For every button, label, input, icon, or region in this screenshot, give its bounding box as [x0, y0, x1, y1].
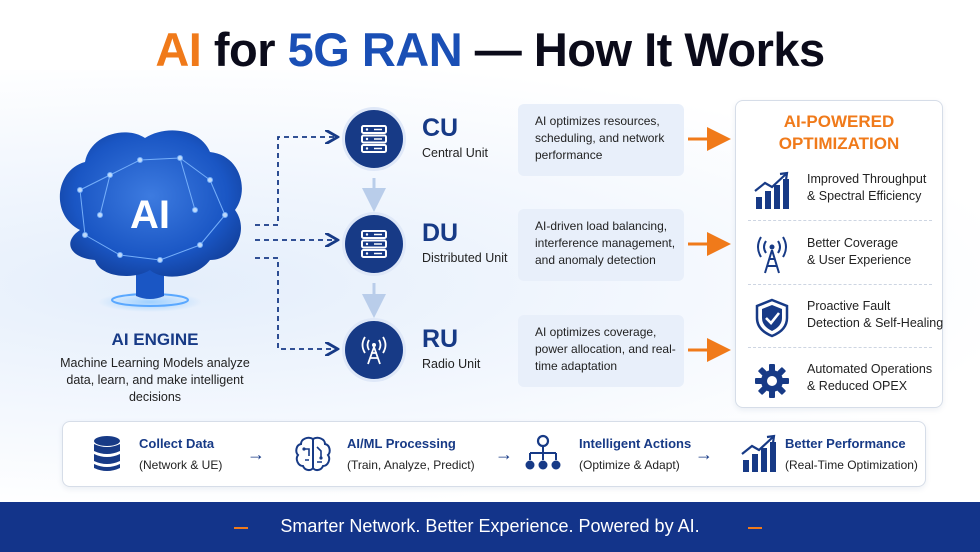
footer-tagline: Smarter Network. Better Experience. Powe…	[280, 516, 700, 536]
step-title: Intelligent Actions	[579, 436, 692, 451]
ai-brain-illustration: AI	[40, 120, 260, 320]
unit-row-ru: RU Radio Unit AI optimizes coverage, pow…	[340, 315, 684, 387]
title-5g-ran: 5G RAN	[287, 23, 463, 76]
benefit-line1: Better Coverage	[807, 236, 899, 250]
step-subtitle: (Train, Analyze, Predict)	[347, 458, 475, 472]
ai-engine-title: AI ENGINE	[111, 330, 199, 349]
benefit-line2: & User Experience	[807, 253, 912, 267]
benefit-line1: Improved Throughput	[807, 172, 927, 186]
brain-icon	[295, 436, 331, 472]
shield-check-icon	[755, 298, 789, 338]
benefit-fault-detection: Proactive Fault Detection & Self-Healing	[748, 290, 943, 346]
step-subtitle: (Real-Time Optimization)	[785, 458, 918, 472]
benefit-line1: Automated Operations	[807, 362, 933, 376]
gear-icon	[755, 364, 789, 398]
step-title: AI/ML Processing	[347, 436, 456, 451]
benefit-automated-ops: Automated Operations & Reduced OPEX	[748, 353, 934, 409]
step-subtitle: (Optimize & Adapt)	[579, 458, 680, 472]
arrow-right-icon: →	[695, 444, 713, 464]
unit-description: AI optimizes coverage, power allocation,…	[518, 315, 684, 387]
hierarchy-icon	[525, 434, 561, 470]
optimization-panel: AI-POWERED OPTIMIZATION Improved Through…	[735, 100, 943, 408]
database-icon	[94, 436, 120, 471]
title-how-it-works: — How It Works	[462, 23, 825, 76]
server-icon	[345, 215, 403, 273]
title-ai: AI	[155, 23, 202, 76]
unit-name: Central Unit	[422, 146, 488, 160]
panel-title-line2: OPTIMIZATION	[778, 134, 900, 153]
unit-name: Radio Unit	[422, 357, 481, 371]
antenna-icon	[757, 236, 787, 274]
benefit-throughput: Improved Throughput & Spectral Efficienc…	[748, 163, 934, 219]
panel-title: AI-POWERED OPTIMIZATION	[736, 111, 942, 155]
step-subtitle: (Network & UE)	[139, 458, 223, 472]
unit-row-cu: CU Central Unit AI optimizes resources, …	[340, 104, 684, 176]
benefit-line1: Proactive Fault	[807, 299, 891, 313]
bar-chart-icon	[754, 171, 789, 209]
step-intelligent-actions: Intelligent Actions (Optimize & Adapt)	[523, 432, 713, 478]
benefit-line2: Detection & Self-Healing	[807, 316, 944, 330]
arrow-right-icon: →	[247, 444, 265, 464]
page-title: AI for 5G RAN — How It Works	[0, 22, 980, 77]
benefit-text: Automated Operations & Reduced OPEX	[807, 361, 932, 395]
unit-abbr: DU	[422, 219, 459, 247]
benefit-text: Proactive Fault Detection & Self-Healing	[807, 298, 943, 332]
divider	[748, 220, 932, 221]
benefit-text: Better Coverage & User Experience	[807, 235, 911, 269]
unit-row-du: DU Distributed Unit AI-driven load balan…	[340, 209, 684, 281]
step-ai-ml-processing: AI/ML Processing (Train, Analyze, Predic…	[293, 432, 483, 478]
brain-label: AI	[130, 193, 170, 237]
step-title: Collect Data	[139, 436, 215, 451]
benefit-line2: & Reduced OPEX	[807, 379, 908, 393]
footer-banner: Smarter Network. Better Experience. Powe…	[0, 502, 980, 552]
process-strip: Collect Data (Network & UE) → AI/ML Proc…	[62, 421, 926, 487]
panel-title-line1: AI-POWERED	[783, 112, 895, 131]
connector-ai-to-cu	[255, 137, 336, 226]
unit-abbr: RU	[422, 325, 459, 353]
benefit-text: Improved Throughput & Spectral Efficienc…	[807, 171, 926, 205]
ai-engine-description: Machine Learning Models analyze data, le…	[60, 356, 250, 404]
connector-ai-to-ru	[255, 257, 336, 349]
arrow-right-icon: →	[495, 444, 513, 464]
benefit-coverage: Better Coverage & User Experience	[748, 227, 934, 283]
title-for: for	[201, 23, 288, 76]
unit-description: AI optimizes resources, scheduling, and …	[518, 104, 684, 176]
server-icon	[345, 110, 403, 168]
divider	[748, 347, 932, 348]
step-better-performance: Better Performance (Real-Time Optimizati…	[739, 432, 924, 478]
bar-chart-icon	[741, 434, 776, 472]
footer-accent-left	[234, 527, 248, 529]
footer-accent-right	[748, 527, 762, 529]
unit-abbr: CU	[422, 114, 459, 142]
benefit-line2: & Spectral Efficiency	[807, 189, 922, 203]
divider	[748, 284, 932, 285]
unit-name: Distributed Unit	[422, 251, 508, 265]
antenna-icon	[345, 321, 403, 379]
step-title: Better Performance	[785, 436, 906, 451]
step-collect-data: Collect Data (Network & UE)	[87, 432, 267, 478]
unit-description: AI-driven load balancing, interference m…	[518, 209, 684, 281]
